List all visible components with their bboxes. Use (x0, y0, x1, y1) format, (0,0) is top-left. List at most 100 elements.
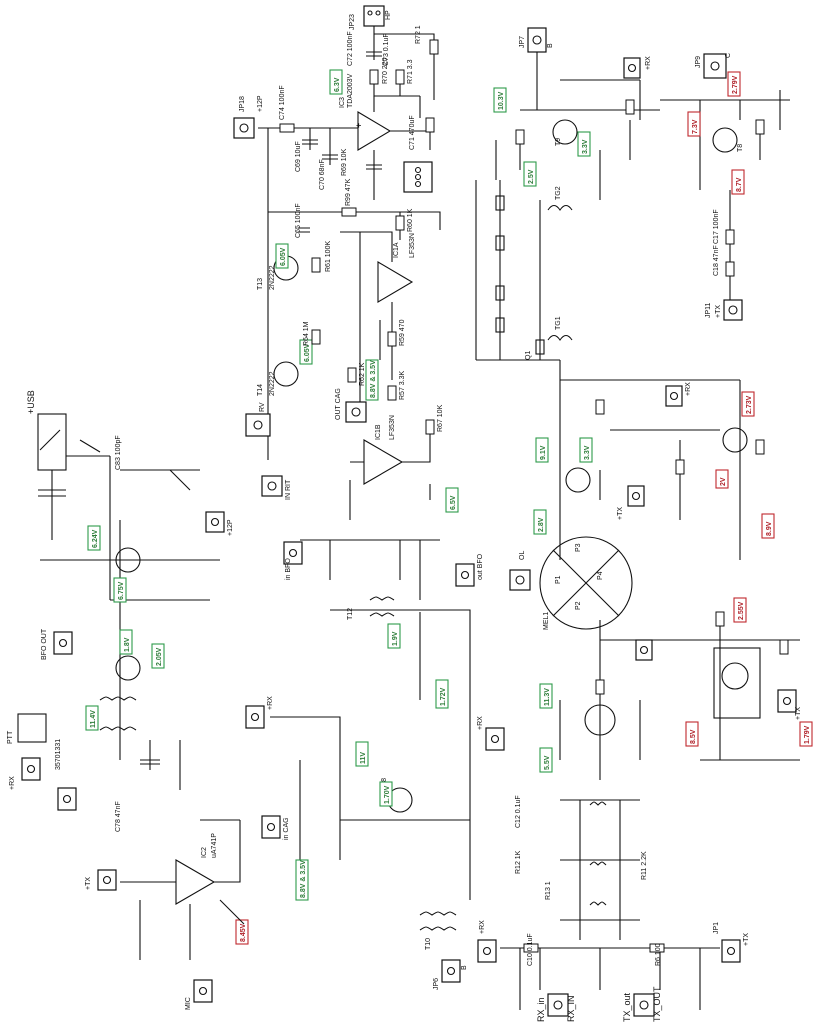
svg-text:R67 10K: R67 10K (437, 404, 444, 432)
jp4-connector[interactable] (665, 385, 683, 407)
ic2-opamp (175, 859, 216, 905)
svg-text:R6 100: R6 100 (655, 943, 662, 966)
svg-text:6.75V: 6.75V (118, 581, 125, 600)
svg-text:C71 470uF: C71 470uF (409, 115, 416, 150)
svg-text:C17 100nF: C17 100nF (713, 209, 720, 244)
svg-text:1.9V: 1.9V (392, 631, 399, 646)
jp25-connector[interactable] (193, 979, 213, 1003)
svg-text:in BFO: in BFO (285, 558, 292, 580)
jp16-connector[interactable] (485, 727, 505, 751)
tx-out-connector[interactable] (633, 993, 655, 1017)
svg-text:IC2: IC2 (201, 847, 208, 858)
svg-text:R99 47K: R99 47K (345, 178, 352, 206)
jp22-connector[interactable] (261, 475, 283, 497)
jp6-connector[interactable] (441, 959, 461, 983)
jp28-connector[interactable] (97, 869, 117, 891)
svg-text:+RX: +RX (645, 56, 652, 70)
crystal-q2 (495, 317, 505, 333)
jp13-connector[interactable] (777, 689, 797, 713)
svg-text:C69 10uF: C69 10uF (295, 141, 302, 172)
svg-text:2V: 2V (720, 477, 727, 486)
jp23-connector[interactable] (363, 5, 385, 27)
jp26-connector[interactable] (53, 631, 73, 655)
jp5-connector[interactable] (623, 57, 641, 79)
svg-text:8.5V: 8.5V (690, 729, 697, 744)
jp-u-connector[interactable] (57, 787, 77, 811)
jp23-value: HP (385, 10, 392, 20)
jp1-connector[interactable] (721, 939, 741, 963)
t6-transistor (565, 467, 591, 493)
svg-text:C18 47nF: C18 47nF (713, 245, 720, 276)
jp8-connector[interactable] (627, 485, 645, 507)
svg-text:B: B (461, 965, 468, 970)
svg-text:+TX: +TX (743, 933, 750, 946)
svg-text:2.73V: 2.73V (746, 395, 753, 414)
svg-text:+RX: +RX (477, 716, 484, 730)
svg-text:1.8V: 1.8V (124, 637, 131, 652)
svg-text:R72 1: R72 1 (415, 25, 422, 44)
jp15-connector[interactable] (455, 563, 475, 587)
svg-text:in CAG: in CAG (283, 817, 290, 840)
svg-text:C78 47nF: C78 47nF (115, 801, 122, 832)
t7-transistor (722, 427, 748, 453)
jp17-connector[interactable] (283, 541, 303, 565)
svg-text:C: C (725, 53, 732, 58)
regulator-block (713, 647, 761, 719)
svg-text:+12P: +12P (257, 95, 264, 112)
svg-text:BFO OUT: BFO OUT (41, 628, 48, 660)
jp21-connector[interactable] (345, 401, 367, 423)
svg-text:JP18: JP18 (239, 96, 246, 112)
svg-text:+RX: +RX (267, 696, 274, 710)
svg-text:1.79V: 1.79V (804, 725, 811, 744)
svg-text:+TX: +TX (617, 507, 624, 520)
svg-text:6.05V: 6.05V (304, 343, 311, 362)
svg-text:6.05V: 6.05V (280, 247, 287, 266)
svg-text:R62 1K: R62 1K (359, 362, 366, 386)
svg-text:JP7: JP7 (519, 36, 526, 48)
svg-text:RX_in: RX_in (536, 997, 546, 1022)
jp2-connector[interactable] (477, 939, 497, 963)
svg-text:T10: T10 (425, 938, 432, 950)
svg-text:JP1: JP1 (713, 922, 720, 934)
svg-text:10.3V: 10.3V (498, 91, 505, 110)
jp3-connector[interactable] (21, 757, 41, 781)
jp10-connector[interactable] (261, 815, 281, 839)
svg-text:LF353N: LF353N (389, 415, 396, 440)
rx-in-connector[interactable] (547, 993, 569, 1017)
jp23-label: JP23 (349, 14, 356, 30)
usb-connector[interactable] (37, 413, 67, 471)
svg-text:T14: T14 (257, 384, 264, 396)
svg-text:1.70V: 1.70V (384, 785, 391, 804)
svg-text:+: + (354, 123, 364, 128)
crystal-filter-section: Q1 TG2 TG1 (475, 180, 573, 361)
jp7-connector[interactable] (527, 27, 547, 53)
audio-amplifier-section: JP23 HP R72 1 C72 100nF C73 0.1uF R70 22… (233, 5, 439, 200)
jp-rx-connector[interactable] (635, 639, 653, 661)
svg-text:JP6: JP6 (433, 978, 440, 990)
svg-text:TX_out: TX_out (622, 992, 632, 1022)
tx-driver-section: 11.3V 5.5V 2.55V 8.5V 1.79V +TX (539, 597, 813, 780)
jp19-connector[interactable] (403, 161, 433, 193)
crystal-q6 (495, 235, 505, 251)
svg-text:1.72V: 1.72V (440, 687, 447, 706)
svg-text:R59 470: R59 470 (399, 319, 406, 346)
t17-transistor (584, 704, 616, 736)
svg-text:P3: P3 (575, 543, 582, 552)
svg-text:uA741P: uA741P (211, 833, 218, 858)
svg-text:out BFO: out BFO (477, 553, 484, 580)
svg-text:IC1A: IC1A (393, 242, 400, 258)
jp11-connector[interactable] (723, 299, 743, 321)
svg-text:IC3: IC3 (339, 97, 346, 108)
svg-text:T12: T12 (347, 608, 354, 620)
jp18-connector[interactable] (233, 117, 255, 139)
jp9-connector[interactable] (703, 53, 727, 79)
svg-text:RX_IN: RX_IN (566, 995, 576, 1022)
svg-text:C65 100nF: C65 100nF (295, 203, 302, 238)
t14-transistor (273, 361, 299, 387)
jp24-connector[interactable] (245, 413, 271, 437)
jp14-connector[interactable] (245, 705, 265, 729)
jp27-connector[interactable] (205, 511, 225, 533)
jp12-connector[interactable] (509, 569, 531, 591)
t16-transistor (115, 655, 141, 681)
